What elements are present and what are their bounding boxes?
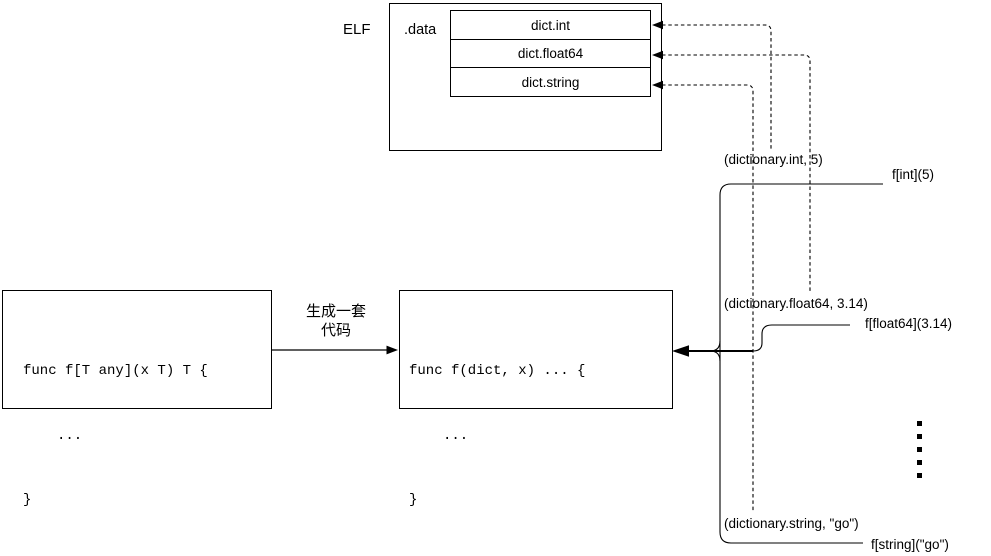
call-float64-dict-args: (dictionary.float64, 3.14)	[724, 296, 868, 311]
generic-func-code: func f[T any](x T) T { ... }	[23, 318, 208, 555]
ellipsis-dot	[917, 434, 922, 439]
call-int-expression: f[int](5)	[892, 167, 935, 182]
stenciled-func-box: func f(dict, x) ... { ... }	[399, 290, 673, 508]
code-line: func f[T any](x T) T {	[23, 363, 208, 379]
code-line: }	[23, 492, 32, 508]
code-line: ...	[57, 427, 83, 444]
ellipsis-dot	[917, 473, 922, 478]
code-line: }	[409, 492, 418, 508]
call-brace-line	[719, 183, 883, 544]
call-float64-line	[720, 324, 850, 352]
brace-merge-curve-bottom	[709, 350, 721, 362]
dict-row-int: dict.int	[450, 10, 651, 40]
codegen-label-line2: 代码	[320, 322, 351, 339]
elf-box	[389, 3, 662, 151]
dict-row-string: dict.string	[450, 67, 651, 98]
ellipsis-dot	[917, 421, 922, 426]
ellipsis-dot	[917, 460, 922, 465]
codegen-arrow-label: 生成一套 代码	[288, 302, 384, 340]
brace-merge-curve-top	[709, 340, 721, 352]
call-int-dict-args: (dictionary.int, 5)	[724, 152, 823, 167]
dict-table: dict.int dict.float64 dict.string	[450, 10, 651, 98]
call-string-dict-args: (dictionary.string, "go")	[724, 516, 859, 531]
vertical-ellipsis	[917, 421, 922, 478]
code-line: func f(dict, x) ... {	[409, 363, 586, 379]
elf-label: ELF	[343, 21, 371, 38]
arrowhead-codegen	[386, 345, 398, 355]
codegen-label-line1: 生成一套	[305, 303, 366, 320]
stenciled-func-code: func f(dict, x) ... { ... }	[409, 318, 585, 555]
dashed-pointer-dict-int	[662, 24, 772, 150]
code-line: ...	[443, 427, 469, 444]
data-section-label: .data	[404, 22, 437, 38]
ellipsis-dot	[917, 447, 922, 452]
call-float64-expression: f[float64](3.14)	[865, 316, 953, 331]
generic-func-box: func f[T any](x T) T { ... }	[2, 290, 272, 508]
call-string-expression: f[string]("go")	[871, 537, 949, 552]
dashed-pointer-dict-float64	[662, 54, 811, 292]
arrowhead-calls-to-stencil	[672, 345, 689, 357]
dict-row-float64: dict.float64	[450, 38, 651, 69]
